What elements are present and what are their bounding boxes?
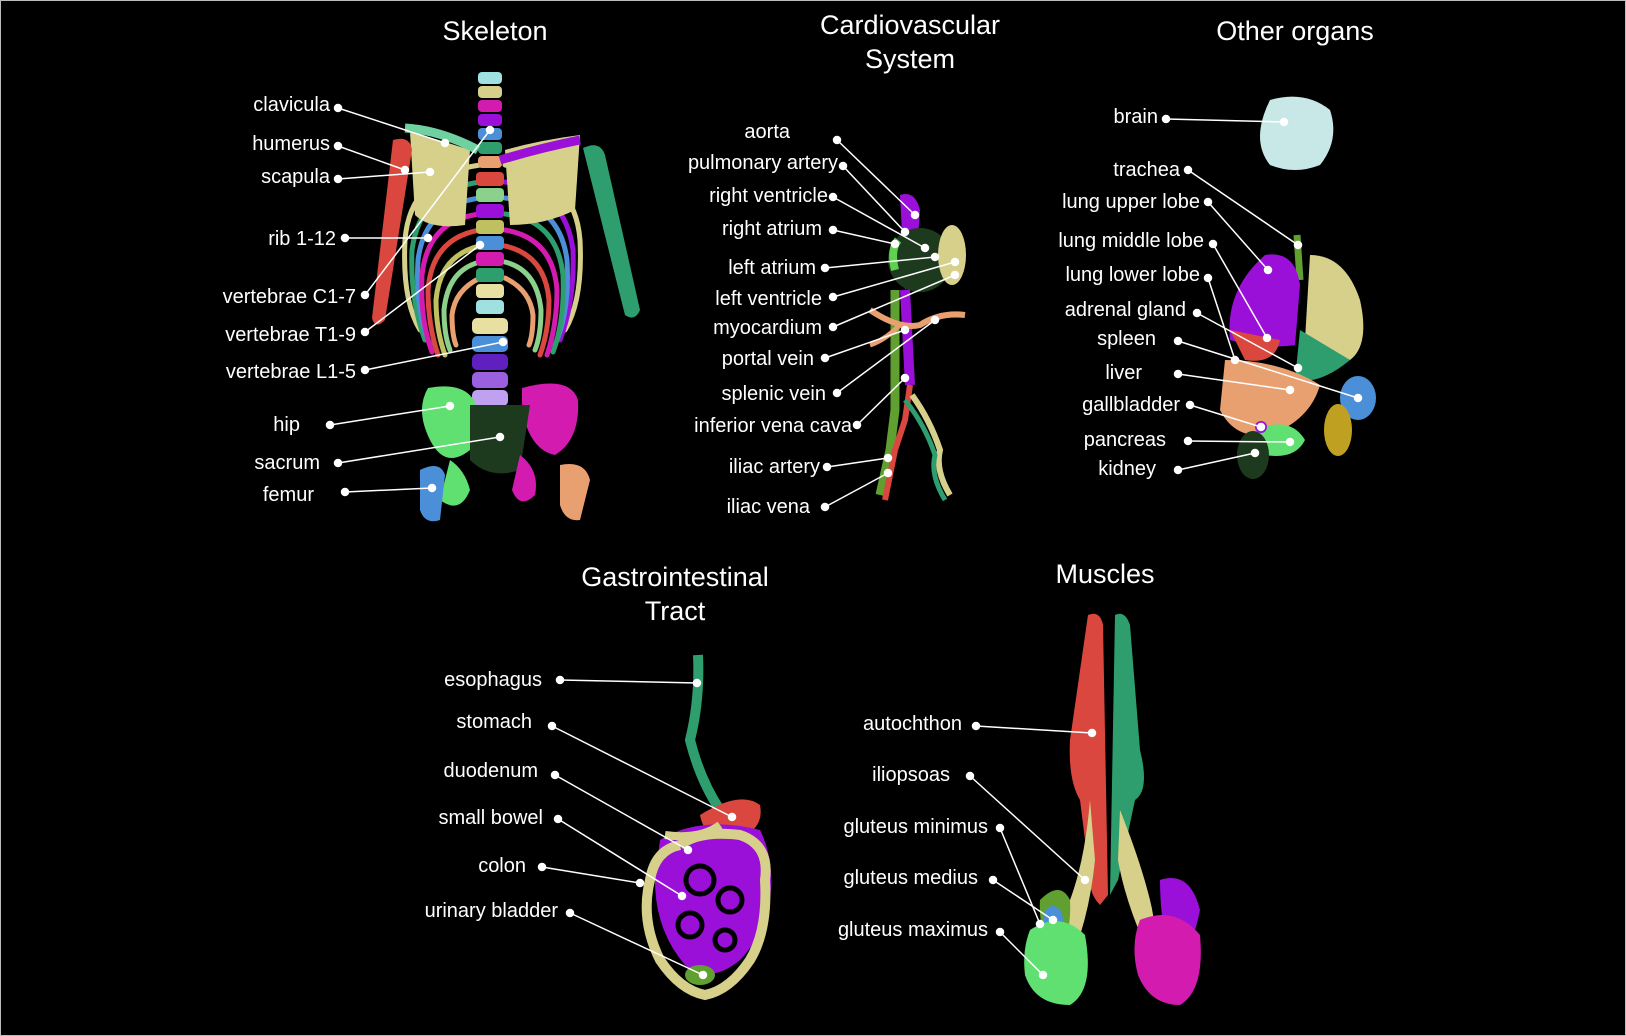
label-colon: colon [478, 855, 526, 877]
label-urinary-bladder: urinary bladder [424, 900, 558, 922]
label-iliac-artery: iliac artery [728, 456, 820, 478]
label-vertebrae-l: vertebrae L1-5 [225, 361, 356, 383]
label-autochthon: autochthon [863, 713, 962, 735]
label-lung-upper-lobe: lung upper lobe [1062, 191, 1200, 213]
label-sacrum: sacrum [254, 452, 320, 474]
label-adrenal-gland: adrenal gland [1064, 299, 1186, 321]
label-pulmonary-artery: pulmonary artery [687, 152, 838, 174]
skeleton-model [372, 72, 640, 522]
label-esophagus: esophagus [444, 669, 542, 691]
label-small-bowel: small bowel [438, 807, 543, 829]
label-right-ventricle: right ventricle [709, 185, 828, 207]
label-splenic-vein: splenic vein [721, 383, 826, 405]
label-left-ventricle: left ventricle [715, 288, 822, 310]
gi-title-line2: Tract [644, 596, 706, 626]
label-right-atrium: right atrium [721, 218, 822, 240]
label-left-atrium: left atrium [728, 257, 816, 279]
label-vertebrae-c: vertebrae C1-7 [222, 286, 356, 308]
label-gluteus-minimus: gluteus minimus [843, 816, 988, 838]
label-stomach: stomach [456, 711, 532, 733]
label-lung-lower-lobe: lung lower lobe [1065, 264, 1200, 286]
label-kidney: kidney [1098, 458, 1156, 480]
label-clavicula: clavicula [253, 94, 330, 116]
other-organs-title: Other organs [1216, 16, 1374, 46]
gi-tract-model [641, 654, 772, 1001]
label-gallbladder: gallbladder [1082, 394, 1180, 416]
label-brain: brain [1113, 106, 1158, 128]
label-pancreas: pancreas [1083, 429, 1166, 451]
label-hip: hip [273, 414, 300, 436]
label-femur: femur [262, 484, 314, 506]
cardio-title-line2: System [864, 44, 956, 74]
label-liver: liver [1105, 362, 1142, 384]
gi-title-line1: Gastrointestinal [581, 562, 769, 592]
leader-lines [325, 103, 1363, 980]
muscles-title: Muscles [1055, 559, 1155, 589]
label-duodenum: duodenum [443, 760, 538, 782]
label-gluteus-medius: gluteus medius [843, 867, 978, 889]
label-myocardium: myocardium [713, 317, 822, 339]
label-scapula: scapula [261, 166, 330, 188]
label-gluteus-maximus: gluteus maximus [837, 919, 988, 941]
label-portal-vein: portal vein [721, 348, 814, 370]
label-aorta: aorta [744, 121, 790, 143]
skeleton-title: Skeleton [442, 16, 548, 46]
muscles-model [1024, 613, 1201, 1005]
label-iliopsoas: iliopsoas [872, 764, 950, 786]
label-vertebrae-t: vertebrae T1-9 [225, 324, 356, 346]
cardio-title-line1: Cardiovascular [819, 10, 1001, 40]
label-spleen: spleen [1097, 328, 1156, 350]
label-rib: rib 1-12 [268, 228, 336, 250]
label-iliac-vena: iliac vena [726, 496, 810, 518]
label-humerus: humerus [252, 133, 330, 155]
label-trachea: trachea [1113, 159, 1180, 181]
label-lung-middle-lobe: lung middle lobe [1058, 230, 1204, 252]
label-inferior-vena-cava: inferior vena cava [694, 415, 852, 437]
cardio-title: Cardiovascular System [800, 8, 1020, 76]
cardiovascular-model [868, 194, 966, 502]
gi-title: Gastrointestinal Tract [560, 560, 790, 628]
